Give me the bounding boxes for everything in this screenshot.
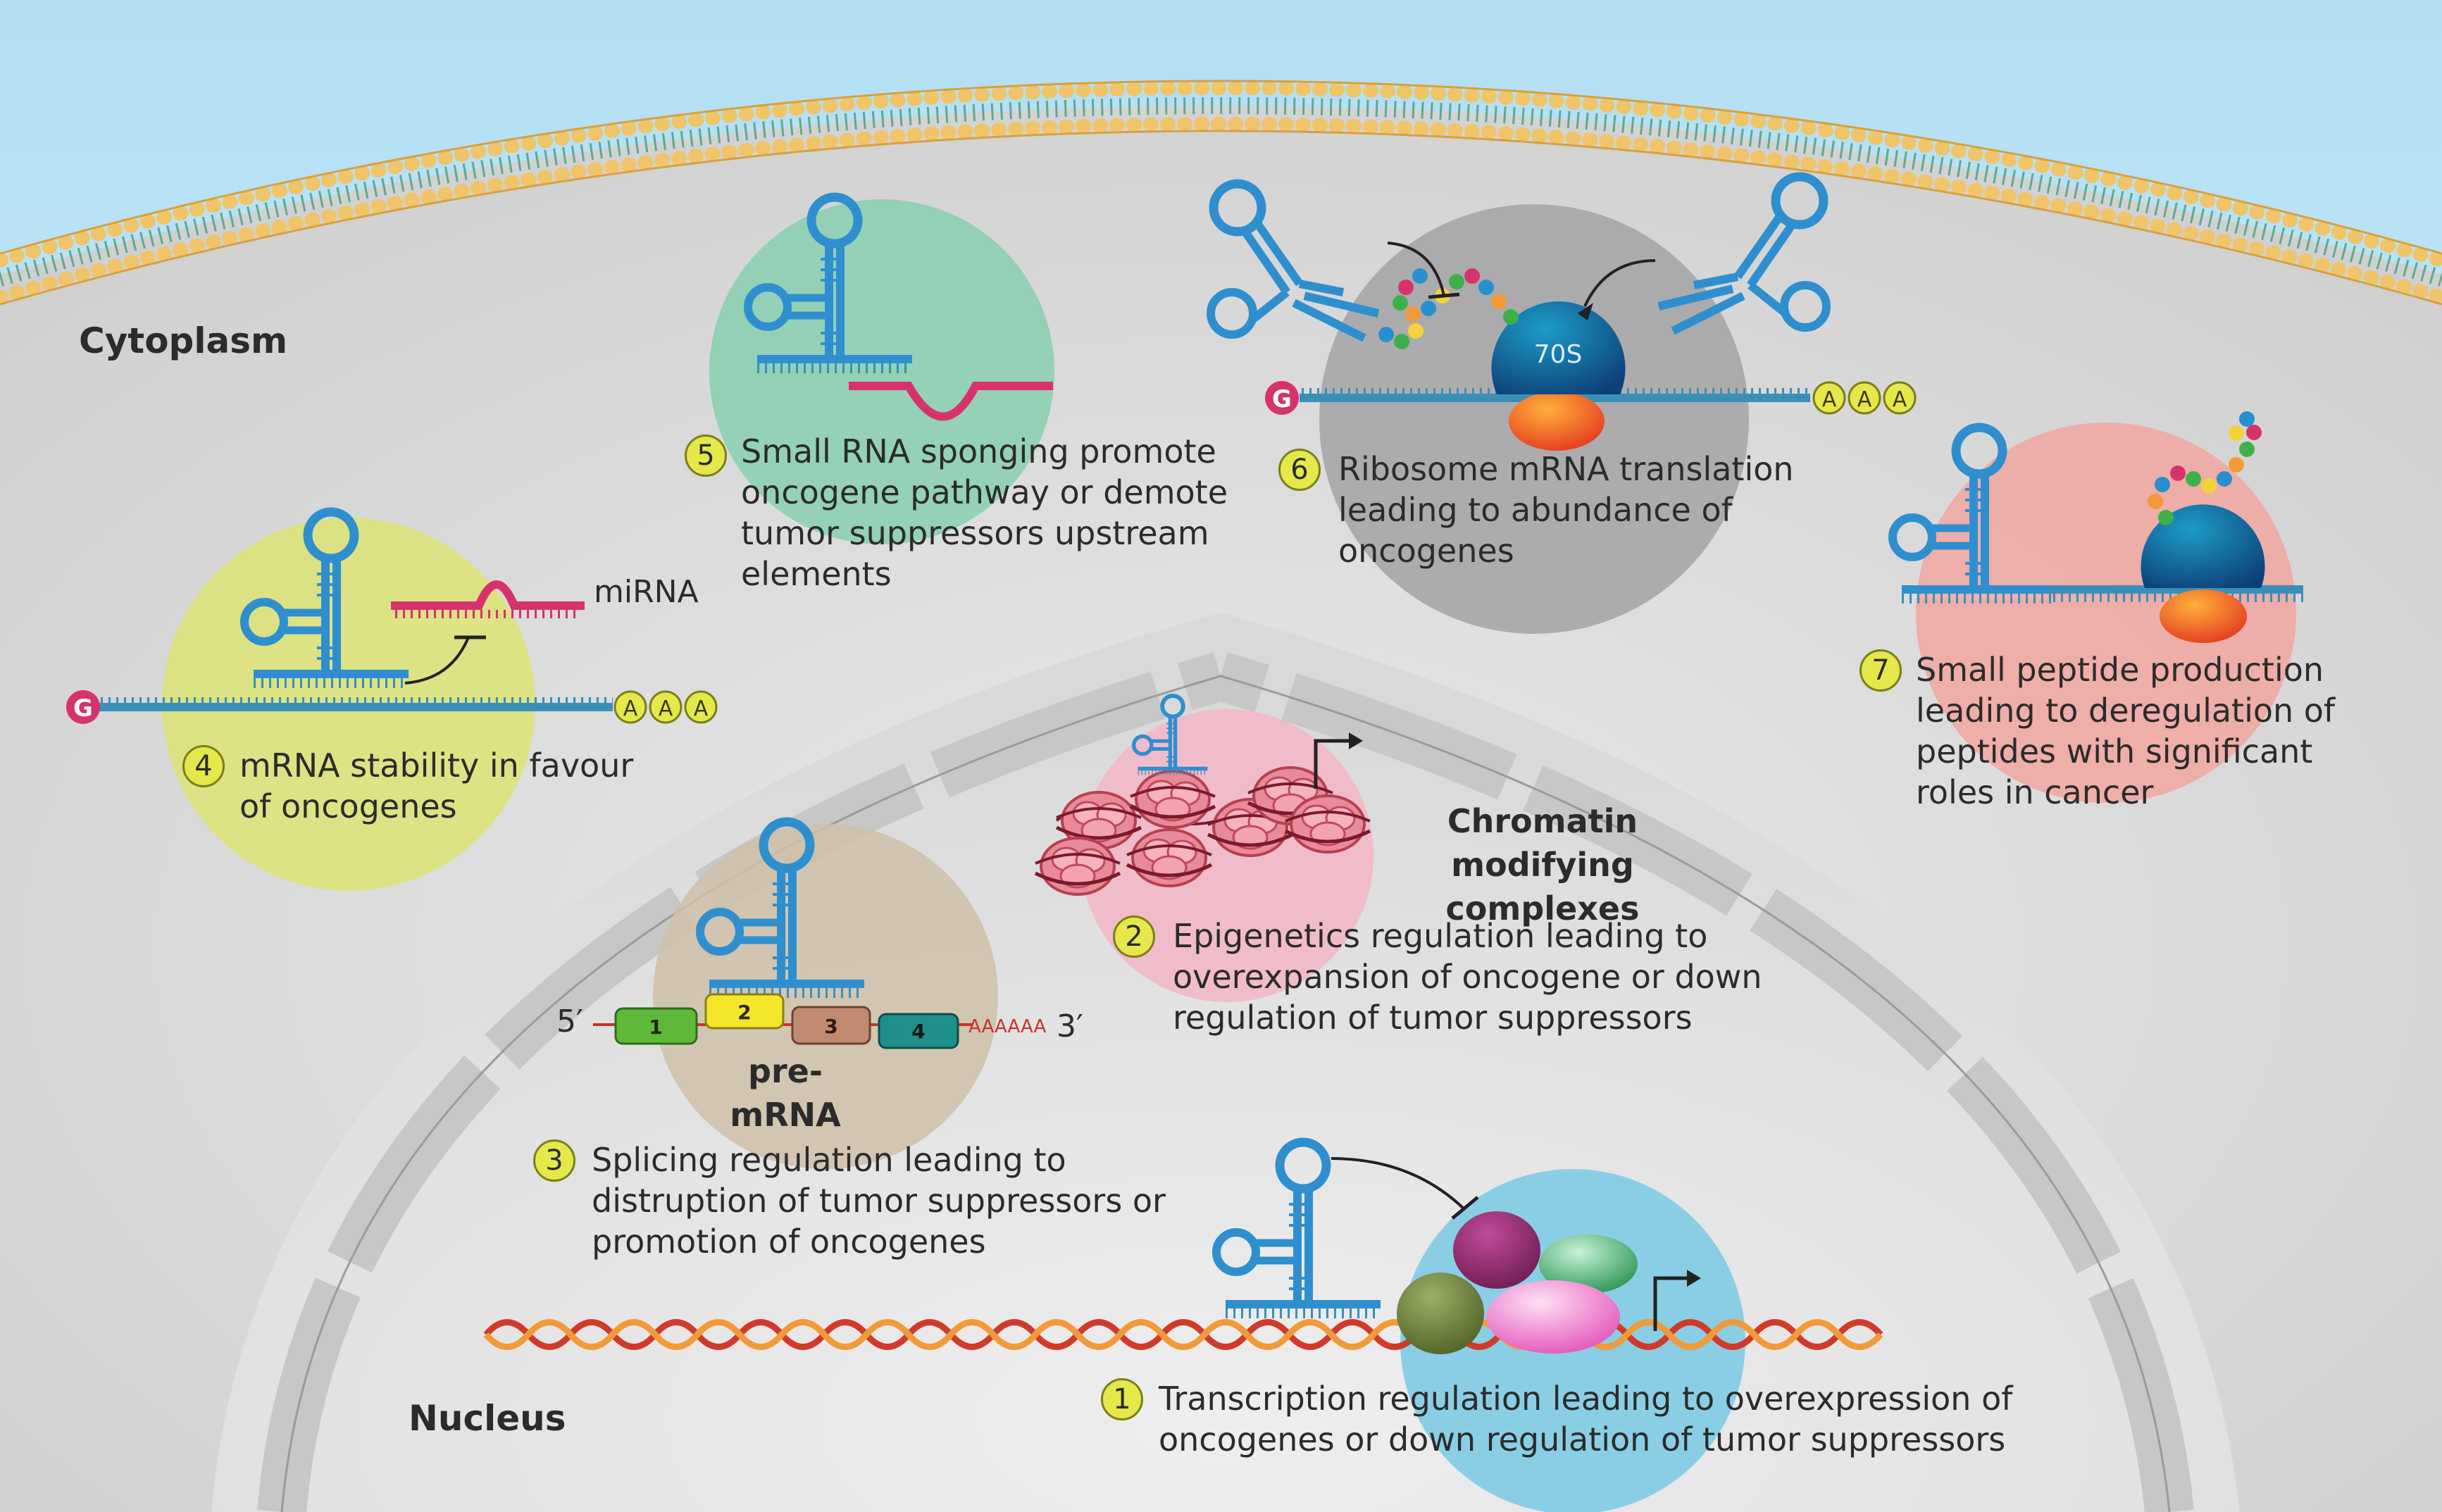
pre-mrna-strand: [593, 993, 972, 1049]
mechanism-4-text: mRNA stability in favour of oncogenes: [239, 746, 634, 825]
tail-label-6b: A: [1857, 387, 1872, 412]
cell-membrane: [0, 80, 2442, 306]
tail-label-6c: A: [1893, 387, 1907, 412]
chromatin-fiber: [1035, 768, 1370, 894]
mechanism-7-text: Small peptide production leading to dere…: [1916, 651, 2336, 811]
badge-7: 7: [1859, 649, 1902, 692]
cap-label-6: G: [1272, 385, 1292, 413]
peptide-chain-7: [2148, 411, 2262, 525]
badge-5: 5: [685, 435, 727, 477]
exon-2-label: 2: [737, 1001, 751, 1024]
badge-6: 6: [1278, 449, 1321, 491]
badge-3: 3: [533, 1139, 575, 1182]
mirna-label: miRNA: [594, 574, 699, 610]
mechanism-6-text: Ribosome mRNA translation leading to abu…: [1338, 450, 1794, 570]
five-prime-label: 5′: [556, 1004, 583, 1039]
tf-pink: [1486, 1280, 1620, 1354]
cytoplasm-label: Cytoplasm: [79, 320, 288, 361]
chromatin-label: Chromatin modifying complexes: [1445, 802, 1640, 927]
tail-label-4b: A: [659, 696, 673, 721]
badge-1: 1: [1101, 1378, 1143, 1420]
tail-label-4c: A: [694, 696, 709, 721]
badge-2: 2: [1113, 916, 1155, 958]
exon-4-label: 4: [911, 1020, 925, 1043]
tail-label-6a: A: [1822, 387, 1837, 412]
mrna-strand-4: [66, 690, 718, 724]
mechanism-2-text: Epigenetics regulation leading to overex…: [1173, 917, 1762, 1037]
ribosome-label: 70S: [1534, 340, 1583, 369]
mechanism-5-text: Small RNA sponging promote oncogene path…: [741, 432, 1228, 593]
cap-label-4: G: [73, 694, 93, 723]
mechanism-1-text: Transcription regulation leading to over…: [1159, 1380, 2013, 1458]
pre-mrna-label: pre-mRNA: [730, 1052, 841, 1134]
exon-2: [704, 993, 785, 1030]
dna-double-helix: [483, 1319, 1883, 1350]
transcription-start-arrow-2: [1314, 739, 1352, 789]
tf-purple: [1453, 1211, 1540, 1289]
exon-4: [878, 1013, 959, 1049]
badge-4: 4: [182, 745, 225, 787]
mechanism-3-text: Splicing regulation leading to distrupti…: [592, 1141, 1166, 1261]
exon-1-label: 1: [649, 1016, 662, 1039]
exon-1: [614, 1007, 698, 1045]
three-prime-label: 3′: [1057, 1008, 1083, 1044]
ribosome-large-subunit: [1491, 301, 1626, 394]
poly-a-label: AAAAAA: [968, 1016, 1047, 1037]
peptide-chain-6: [1378, 268, 1519, 349]
tf-green: [1539, 1235, 1638, 1294]
exon-3-label: 3: [824, 1015, 837, 1038]
ribosome-small-subunit: [1509, 392, 1605, 451]
tail-label-4a: A: [623, 696, 638, 721]
mirna-strand: [391, 580, 585, 685]
exon-3: [791, 1006, 871, 1045]
tf-olive: [1397, 1273, 1484, 1354]
nucleus-label: Nucleus: [409, 1398, 566, 1439]
ribosome-large-7: [2141, 504, 2265, 588]
mirna-sponged: [849, 382, 1053, 421]
transcription-start-arrow-1: [1653, 1276, 1690, 1331]
ribosome-small-7: [2160, 589, 2247, 643]
